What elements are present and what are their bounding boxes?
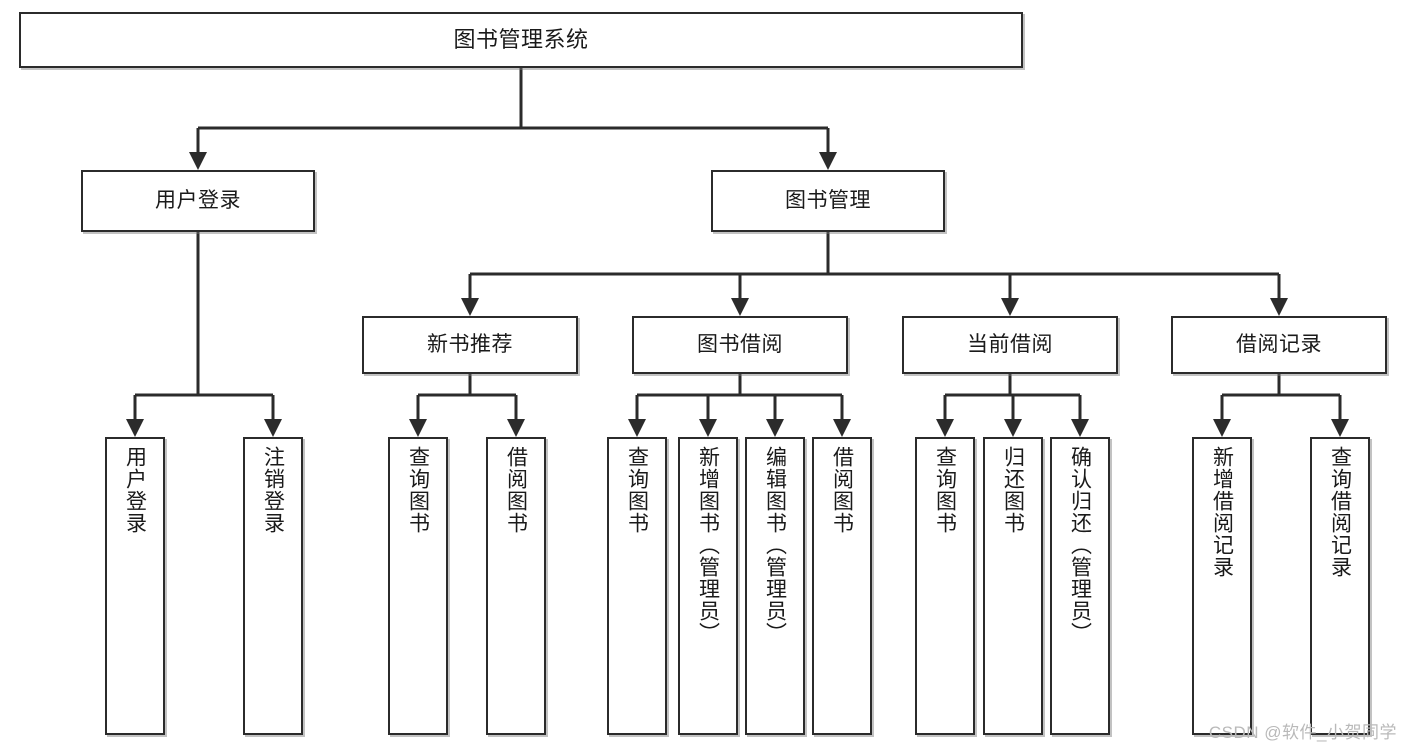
node-n_book[interactable]: 图书管理 (711, 170, 945, 232)
edge-arrowhead (628, 419, 646, 437)
node-l3[interactable]: 查询图书 (388, 437, 448, 735)
node-l5[interactable]: 查询图书 (607, 437, 667, 735)
edge-arrowhead (264, 419, 282, 437)
node-label: 查询图书 (625, 446, 649, 534)
edge-arrowhead (936, 419, 954, 437)
edge-arrowhead (1331, 419, 1349, 437)
node-label: 新增借阅记录 (1210, 446, 1234, 578)
node-l1[interactable]: 用户登录 (105, 437, 165, 735)
node-label: 查询图书 (933, 446, 957, 534)
node-label: 借阅记录 (1236, 332, 1322, 356)
edge-arrowhead (189, 152, 207, 170)
node-l6[interactable]: 新增图书（管理员） (678, 437, 738, 735)
node-n_rec[interactable]: 借阅记录 (1171, 316, 1387, 374)
edge-arrowhead (699, 419, 717, 437)
edge-arrowhead (833, 419, 851, 437)
node-l13[interactable]: 查询借阅记录 (1310, 437, 1370, 735)
edge-arrowhead (1001, 298, 1019, 316)
node-l10[interactable]: 归还图书 (983, 437, 1043, 735)
edge-arrowhead (1213, 419, 1231, 437)
watermark: CSDN @软件_小贺同学 (1208, 723, 1397, 742)
node-l12[interactable]: 新增借阅记录 (1192, 437, 1252, 735)
edge-arrowhead (819, 152, 837, 170)
node-l8[interactable]: 借阅图书 (812, 437, 872, 735)
node-label: 新增图书（管理员） (696, 446, 720, 644)
edge-arrowhead (461, 298, 479, 316)
edge-arrowhead (1071, 419, 1089, 437)
edge-arrowhead (409, 419, 427, 437)
edge-arrowhead (1270, 298, 1288, 316)
node-label: 图书管理系统 (453, 27, 589, 53)
node-n_login[interactable]: 用户登录 (81, 170, 315, 232)
node-label: 确认归还（管理员） (1068, 446, 1092, 644)
node-label: 查询借阅记录 (1328, 446, 1352, 578)
edge-arrowhead (766, 419, 784, 437)
node-label: 归还图书 (1001, 446, 1025, 534)
node-label: 注销登录 (261, 446, 285, 534)
node-n_cur[interactable]: 当前借阅 (902, 316, 1118, 374)
node-label: 用户登录 (123, 446, 147, 534)
node-n_borrow[interactable]: 图书借阅 (632, 316, 848, 374)
node-l7[interactable]: 编辑图书（管理员） (745, 437, 805, 735)
edge-arrowhead (731, 298, 749, 316)
node-label: 当前借阅 (967, 332, 1053, 356)
node-root[interactable]: 图书管理系统 (19, 12, 1023, 68)
node-label: 用户登录 (155, 188, 241, 212)
node-l9[interactable]: 查询图书 (915, 437, 975, 735)
node-label: 图书借阅 (697, 332, 783, 356)
edge-arrowhead (126, 419, 144, 437)
edge-arrowhead (507, 419, 525, 437)
node-label: 查询图书 (406, 446, 430, 534)
node-label: 编辑图书（管理员） (763, 446, 787, 644)
node-l4[interactable]: 借阅图书 (486, 437, 546, 735)
edge-arrowhead (1004, 419, 1022, 437)
node-l11[interactable]: 确认归还（管理员） (1050, 437, 1110, 735)
node-n_new[interactable]: 新书推荐 (362, 316, 578, 374)
node-label: 新书推荐 (427, 332, 513, 356)
node-label: 图书管理 (785, 188, 871, 212)
node-l2[interactable]: 注销登录 (243, 437, 303, 735)
node-label: 借阅图书 (504, 446, 528, 534)
node-label: 借阅图书 (830, 446, 854, 534)
